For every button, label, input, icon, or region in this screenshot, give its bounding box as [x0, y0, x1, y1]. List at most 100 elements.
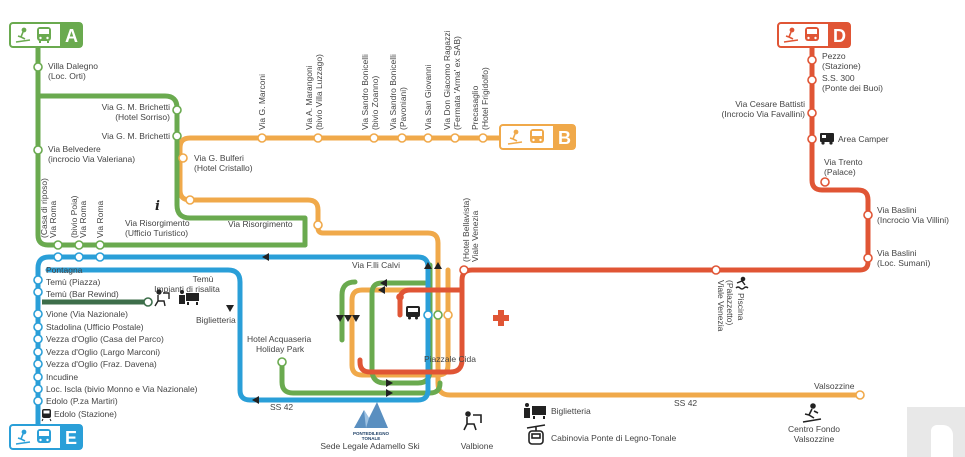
- stop-marker[interactable]: [423, 310, 433, 320]
- stop-label: Via A. Marangoni(bivio Villa Luzzago): [304, 54, 324, 130]
- stop-marker[interactable]: [33, 145, 43, 155]
- pool-icon: [735, 276, 749, 290]
- line-a-badge[interactable]: A: [9, 22, 83, 48]
- stop-label: Temù (Bar Rewind): [46, 289, 119, 299]
- sede-label: Sede Legale Adamello Ski: [320, 441, 419, 451]
- stop-marker[interactable]: [95, 252, 105, 262]
- road-label: SS 42: [270, 402, 293, 412]
- arrow: [336, 315, 344, 322]
- stop-marker[interactable]: [33, 62, 43, 72]
- stop-marker[interactable]: [143, 297, 153, 307]
- biglietteria-icon: [524, 403, 546, 419]
- bus-icon: [37, 429, 51, 443]
- stop-label: Via Sandro Bonicelli(bivio Zoanno): [360, 54, 380, 130]
- stop-label: Via Belvedere(incrocio Via Valeriana): [48, 144, 135, 164]
- stop-marker[interactable]: [172, 131, 182, 141]
- stop-marker[interactable]: [33, 275, 43, 285]
- stop-marker[interactable]: [807, 108, 817, 118]
- arrow: [380, 279, 387, 287]
- stop-marker[interactable]: [807, 55, 817, 65]
- stop-label: Via Roma: [95, 201, 105, 238]
- stop-marker[interactable]: [855, 390, 865, 400]
- stop-marker[interactable]: [74, 252, 84, 262]
- stop-marker[interactable]: [478, 133, 488, 143]
- stop-marker[interactable]: [95, 240, 105, 250]
- stop-marker[interactable]: [313, 133, 323, 143]
- biglietteria-label: Biglietteria: [551, 406, 591, 416]
- stop-label: Vezza d'Oglio (Fraz. Davena): [46, 359, 157, 369]
- stop-marker[interactable]: [33, 334, 43, 344]
- stop-marker[interactable]: [711, 265, 721, 275]
- line-b-badge[interactable]: B: [499, 124, 576, 150]
- stop-marker[interactable]: [33, 384, 43, 394]
- line-e-badge[interactable]: E: [9, 424, 83, 450]
- stop-marker[interactable]: [443, 310, 453, 320]
- stop-marker[interactable]: [807, 75, 817, 85]
- stop-marker[interactable]: [33, 347, 43, 357]
- stop-marker[interactable]: [33, 396, 43, 406]
- corner-decoration: [907, 407, 965, 457]
- stop-label: Via G. M. Brichetti(Hotel Sorriso): [102, 102, 171, 122]
- stop-marker[interactable]: [33, 287, 43, 297]
- corner-notch: [931, 425, 953, 457]
- line-b-route: [177, 135, 863, 398]
- stop-marker[interactable]: [807, 134, 817, 144]
- bus-stop-icon: [406, 306, 420, 320]
- stop-label: Precasaglio(Hotel Frigidolfo): [470, 67, 490, 130]
- stop-label: Via G. Marconi: [257, 74, 267, 130]
- stop-marker[interactable]: [53, 252, 63, 262]
- stop-marker[interactable]: [178, 153, 188, 163]
- stop-label: Incudine: [46, 372, 78, 382]
- stop-marker[interactable]: [33, 372, 43, 382]
- stop-marker[interactable]: [172, 105, 182, 115]
- stop-marker[interactable]: [33, 322, 43, 332]
- stop-label: Stadolina (Ufficio Postale): [46, 322, 144, 332]
- cable-car-icon: [526, 424, 546, 445]
- bus-icon: [805, 27, 819, 41]
- stop-marker[interactable]: [185, 195, 195, 205]
- svg-text:PONTEDILEGNO: PONTEDILEGNO: [353, 431, 390, 436]
- stop-marker[interactable]: [459, 265, 469, 275]
- ski-person-icon: [507, 129, 523, 145]
- stop-marker[interactable]: [433, 310, 443, 320]
- arrow: [226, 305, 234, 312]
- arrow: [378, 286, 385, 294]
- stop-label: Via Baslini(Loc. Sumanì): [877, 248, 931, 268]
- stop-marker[interactable]: [313, 220, 323, 230]
- stop-labels: Villa Dalegno(Loc. Orti) Via Belvedere(i…: [39, 30, 949, 419]
- stop-label: Via Trento(Palace): [824, 157, 863, 177]
- stop-label: Edolo (Stazione): [54, 409, 117, 419]
- stop-marker[interactable]: [423, 133, 433, 143]
- stop-label: Vione (Via Nazionale): [46, 309, 128, 319]
- stop-label: Piazzale Cida: [424, 354, 476, 364]
- stop-label: Via G. M. Brichetti: [102, 131, 170, 141]
- arrow: [386, 379, 393, 387]
- stop-marker[interactable]: [53, 240, 63, 250]
- line-d-badge[interactable]: D: [777, 22, 851, 48]
- stop-marker[interactable]: [863, 253, 873, 263]
- sede-logo: PONTEDILEGNO TONALE: [353, 402, 390, 441]
- stop-marker[interactable]: [397, 133, 407, 143]
- valbione-label: Valbione: [461, 441, 494, 451]
- stop-marker[interactable]: [277, 357, 287, 367]
- stop-marker[interactable]: [820, 177, 830, 187]
- arrow: [434, 262, 442, 269]
- stop-label: Via Sandro Bonicelli(Pavoniani): [388, 54, 408, 130]
- stop-label: Via Risorgimento(Ufficio Turistico): [125, 218, 190, 238]
- stop-marker[interactable]: [396, 293, 404, 301]
- stop-marker[interactable]: [74, 240, 84, 250]
- stop-marker[interactable]: [257, 133, 267, 143]
- stop-label: Via Cesare Battisti(Incrocio Via Favalli…: [722, 99, 806, 119]
- stop-marker[interactable]: [450, 133, 460, 143]
- line-e-letter: E: [65, 428, 77, 448]
- camper-icon: [820, 133, 834, 145]
- stop-label: Edolo (P.za Martiri): [46, 396, 118, 406]
- stop-marker[interactable]: [369, 133, 379, 143]
- stop-marker[interactable]: [33, 309, 43, 319]
- bus-icon: [37, 27, 51, 43]
- bus-icon: [530, 129, 544, 143]
- stop-marker[interactable]: [863, 210, 873, 220]
- stop-marker[interactable]: [33, 359, 43, 369]
